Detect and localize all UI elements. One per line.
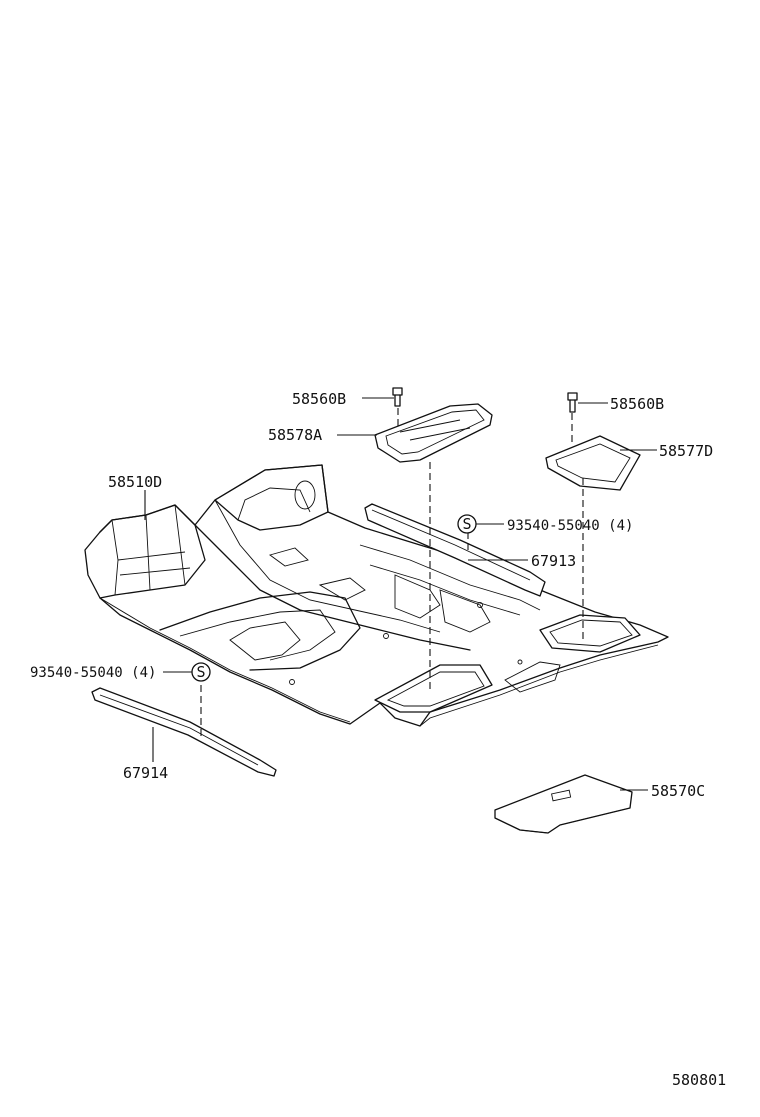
screw-symbol-upper: S	[457, 514, 477, 534]
floor-carpet-part[interactable]	[84, 464, 669, 727]
callout-mat-rear[interactable]: 58570C	[651, 782, 705, 800]
callout-screw-upper[interactable]: 93540-55040 (4)	[507, 518, 633, 534]
bolt-right-part[interactable]	[567, 392, 578, 413]
plate-67913-part[interactable]	[364, 503, 546, 597]
plate-67914-part[interactable]	[91, 687, 277, 777]
bolt-left-part[interactable]	[392, 387, 403, 407]
callout-plate-lower[interactable]: 67914	[123, 764, 168, 782]
callout-plate-upper[interactable]: 67913	[531, 552, 576, 570]
rear-mat-58570c-part[interactable]	[494, 774, 633, 834]
callout-cover-left[interactable]: 58578A	[268, 426, 322, 444]
cover-58578a-part[interactable]	[374, 403, 493, 463]
callout-carpet-main[interactable]: 58510D	[108, 473, 162, 491]
callout-bolt-left[interactable]: 58560B	[292, 390, 346, 408]
callout-bolt-right[interactable]: 58560B	[610, 395, 664, 413]
svg-text:S: S	[196, 663, 205, 681]
svg-text:S: S	[462, 515, 471, 533]
callout-screw-lower[interactable]: 93540-55040 (4)	[30, 665, 156, 681]
screw-symbol-lower: S	[191, 662, 211, 682]
cover-58577d-part[interactable]	[545, 435, 641, 491]
callout-cover-right[interactable]: 58577D	[659, 442, 713, 460]
diagram-id: 580801	[672, 1071, 726, 1089]
